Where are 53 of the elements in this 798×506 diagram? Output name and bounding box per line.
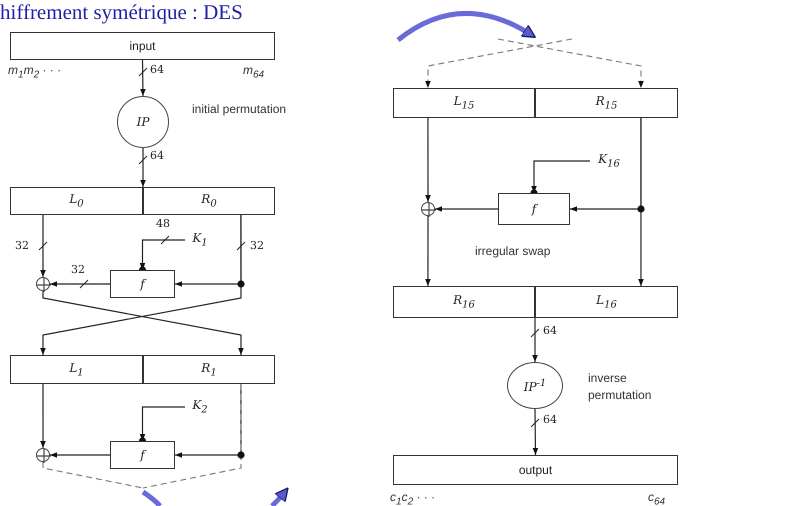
annotation-text: inverse permutation	[588, 370, 652, 404]
arrow	[40, 215, 242, 355]
annotation-text: c$_{1}$c$_{2}$ · · ·	[390, 489, 436, 506]
process-box: R$_{15}$	[535, 88, 678, 118]
xor-symbol	[421, 202, 435, 216]
process-box: L$_{16}$	[535, 286, 678, 318]
edge-label: 32	[14, 240, 30, 252]
arrow	[532, 409, 538, 455]
key-label: K$_{1}$	[185, 231, 215, 249]
edge-label: 64	[542, 414, 558, 426]
process-box: f	[498, 193, 570, 225]
arrow	[42, 291, 244, 355]
arrow	[425, 38, 572, 88]
xor-symbol	[36, 448, 50, 462]
process-box: R$_{16}$	[393, 286, 535, 318]
process-box: R$_{0}$	[143, 187, 275, 215]
key-label: K$_{16}$	[590, 152, 628, 170]
arrow	[50, 452, 110, 458]
arrow	[140, 148, 146, 187]
process-box: output	[393, 455, 678, 485]
xor-symbol	[36, 277, 50, 291]
arrow	[532, 318, 538, 362]
process-box: L$_{0}$	[10, 187, 143, 215]
annotation-text: m$_{64}$	[243, 62, 264, 82]
arrow	[50, 281, 110, 287]
edge-label: 32	[70, 264, 86, 276]
edge-label: 48	[155, 218, 171, 230]
arrow	[638, 118, 644, 286]
process-box: input	[10, 32, 275, 60]
edge-label: 64	[149, 64, 165, 76]
annotation-text: initial permutation	[192, 101, 286, 118]
permutation-circle: IP$^{-1}$	[507, 362, 563, 409]
edge-label: 32	[249, 240, 265, 252]
arrow	[140, 60, 146, 96]
process-box: f	[110, 270, 175, 298]
key-label: K$_{2}$	[185, 398, 215, 416]
annotation-text: c$_{64}$	[648, 489, 666, 506]
arrow	[425, 216, 431, 286]
process-box: L$_{1}$	[10, 355, 143, 384]
edge-label: 64	[542, 325, 558, 337]
arrow	[498, 38, 644, 88]
edge-label: 64	[149, 150, 165, 162]
annotation-text: m$_{1}$m$_{2}$ · · ·	[8, 62, 62, 82]
arrow	[425, 118, 431, 202]
process-box: f	[110, 441, 175, 469]
arrow	[40, 215, 46, 277]
annotation-text: irregular swap	[475, 243, 550, 260]
process-box: L$_{15}$	[393, 88, 535, 118]
process-box: R$_{1}$	[143, 355, 275, 384]
arrow	[40, 384, 46, 448]
title: hiffrement symétrique : DES	[0, 0, 243, 24]
arrow	[435, 206, 498, 212]
permutation-circle: IP	[117, 96, 169, 148]
